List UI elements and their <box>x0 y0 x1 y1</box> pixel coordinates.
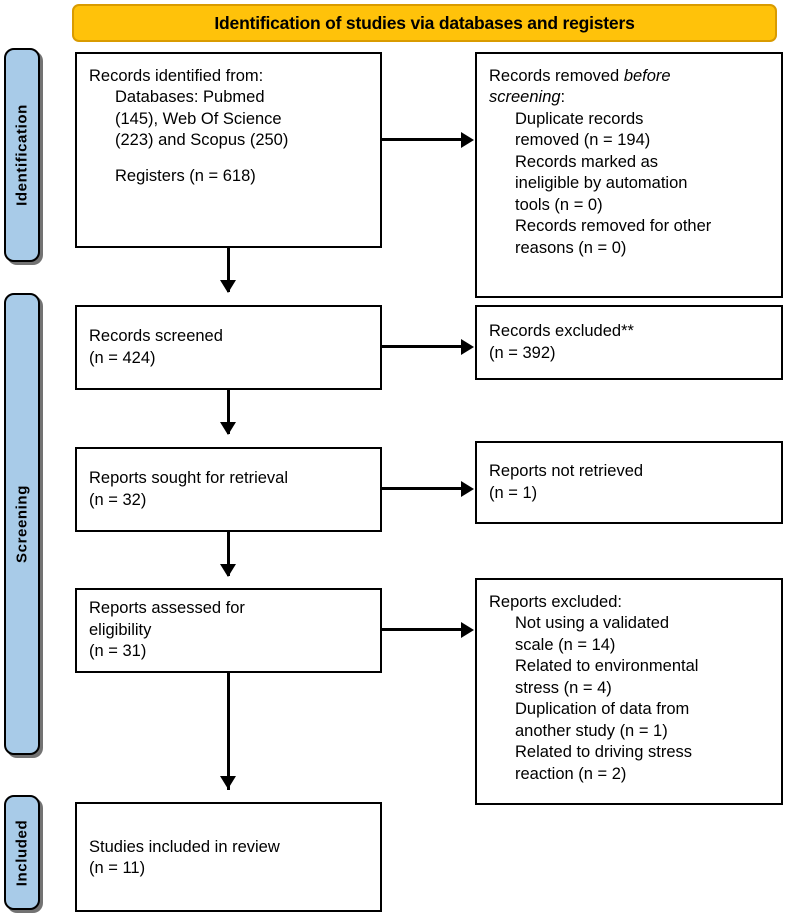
stage-tab-identification: Identification <box>4 48 40 262</box>
arrowhead-right-icon <box>461 132 474 148</box>
box-studies-included-in-review: Studies included in review (n = 11) <box>75 802 382 912</box>
box-line: scale (n = 14) <box>515 635 616 654</box>
page-title: Identification of studies via databases … <box>214 12 635 33</box>
box-line: Related to environmental <box>515 657 699 676</box>
connector-screened-to-sought <box>227 390 230 434</box>
box-line: Records screened <box>89 327 223 346</box>
arrowhead-down-icon <box>220 422 236 435</box>
connector-assessed-to-included <box>227 673 230 790</box>
stage-tab-identification-label: Identification <box>13 104 31 206</box>
arrowhead-down-icon <box>220 564 236 577</box>
box-line: Duplicate records <box>515 109 644 128</box>
box-line: (n = 1) <box>489 483 538 502</box>
box-line-emphasis: screening <box>489 88 561 107</box>
box-line: (n = 11) <box>89 859 146 877</box>
stage-tab-screening: Screening <box>4 293 40 755</box>
arrowhead-right-icon <box>461 481 474 497</box>
box-line: Records marked as <box>515 152 659 171</box>
box-reports-assessed-for-eligibility: Reports assessed for eligibility (n = 31… <box>75 588 382 673</box>
box-line: another study (n = 1) <box>515 721 668 740</box>
box-records-identified: Records identified from: Databases: Pubm… <box>75 52 382 248</box>
box-line: (145), Web Of Science <box>115 109 282 128</box>
box-line: Records removed before <box>489 67 671 85</box>
box-line: Reports not retrieved <box>489 462 644 481</box>
box-line: reasons (n = 0) <box>515 238 627 257</box>
box-line: (n = 31) <box>89 642 147 661</box>
box-line: tools (n = 0) <box>515 195 603 214</box>
box-records-excluded: Records excluded** (n = 392) <box>475 305 783 380</box>
box-line: stress (n = 4) <box>515 678 612 697</box>
box-reports-not-retrieved: Reports not retrieved (n = 1) <box>475 441 783 524</box>
box-line: (223) and Scopus (250) <box>115 131 289 150</box>
box-line: Related to driving stress <box>515 743 692 762</box>
box-line: (n = 424) <box>89 348 156 367</box>
arrowhead-right-icon <box>461 622 474 638</box>
box-reports-sought-for-retrieval: Reports sought for retrieval (n = 32) <box>75 447 382 532</box>
box-line: Studies included in review <box>89 837 280 856</box>
arrowhead-down-icon <box>220 776 236 789</box>
box-records-removed-before-screening: Records removed before screening: Duplic… <box>475 52 783 298</box>
box-line: (n = 392) <box>489 343 556 362</box>
box-line: reaction (n = 2) <box>515 764 627 783</box>
header-banner: Identification of studies via databases … <box>72 4 777 42</box>
connector-identified-to-screened <box>227 248 230 292</box>
box-line: screening: <box>489 88 566 107</box>
box-records-screened: Records screened (n = 424) <box>75 305 382 390</box>
box-line: Records removed for other <box>515 217 712 236</box>
box-line: Duplication of data from <box>515 700 690 719</box>
arrowhead-down-icon <box>220 280 236 293</box>
box-reports-excluded: Reports excluded: Not using a validated … <box>475 578 783 805</box>
arrowhead-right-icon <box>461 339 474 355</box>
connector-assessed-to-reports-excluded <box>382 628 462 631</box>
box-line: eligibility <box>89 620 152 639</box>
connector-sought-to-not-retrieved <box>382 487 462 490</box>
connector-screened-to-excluded <box>382 345 462 348</box>
box-line: Registers (n = 618) <box>115 166 256 185</box>
box-line: Records identified from: <box>89 67 264 85</box>
stage-tab-included: Included <box>4 795 40 910</box>
box-line: (n = 32) <box>89 490 147 509</box>
box-line: Databases: Pubmed <box>115 88 265 107</box>
box-line: Records excluded** <box>489 322 634 341</box>
box-line: Reports assessed for <box>89 599 245 618</box>
box-line: Reports excluded: <box>489 593 622 611</box>
box-line: Reports sought for retrieval <box>89 469 289 488</box>
stage-tab-screening-label: Screening <box>13 485 31 563</box>
connector-sought-to-assessed <box>227 532 230 576</box>
box-line: Not using a validated <box>515 614 670 633</box>
box-line-spacer <box>89 152 370 166</box>
connector-identified-to-removed-before <box>382 138 462 141</box>
box-line: removed (n = 194) <box>515 131 651 150</box>
box-line: ineligible by automation <box>515 174 688 193</box>
box-line-emphasis: before <box>623 67 671 85</box>
stage-tab-included-label: Included <box>13 819 31 886</box>
